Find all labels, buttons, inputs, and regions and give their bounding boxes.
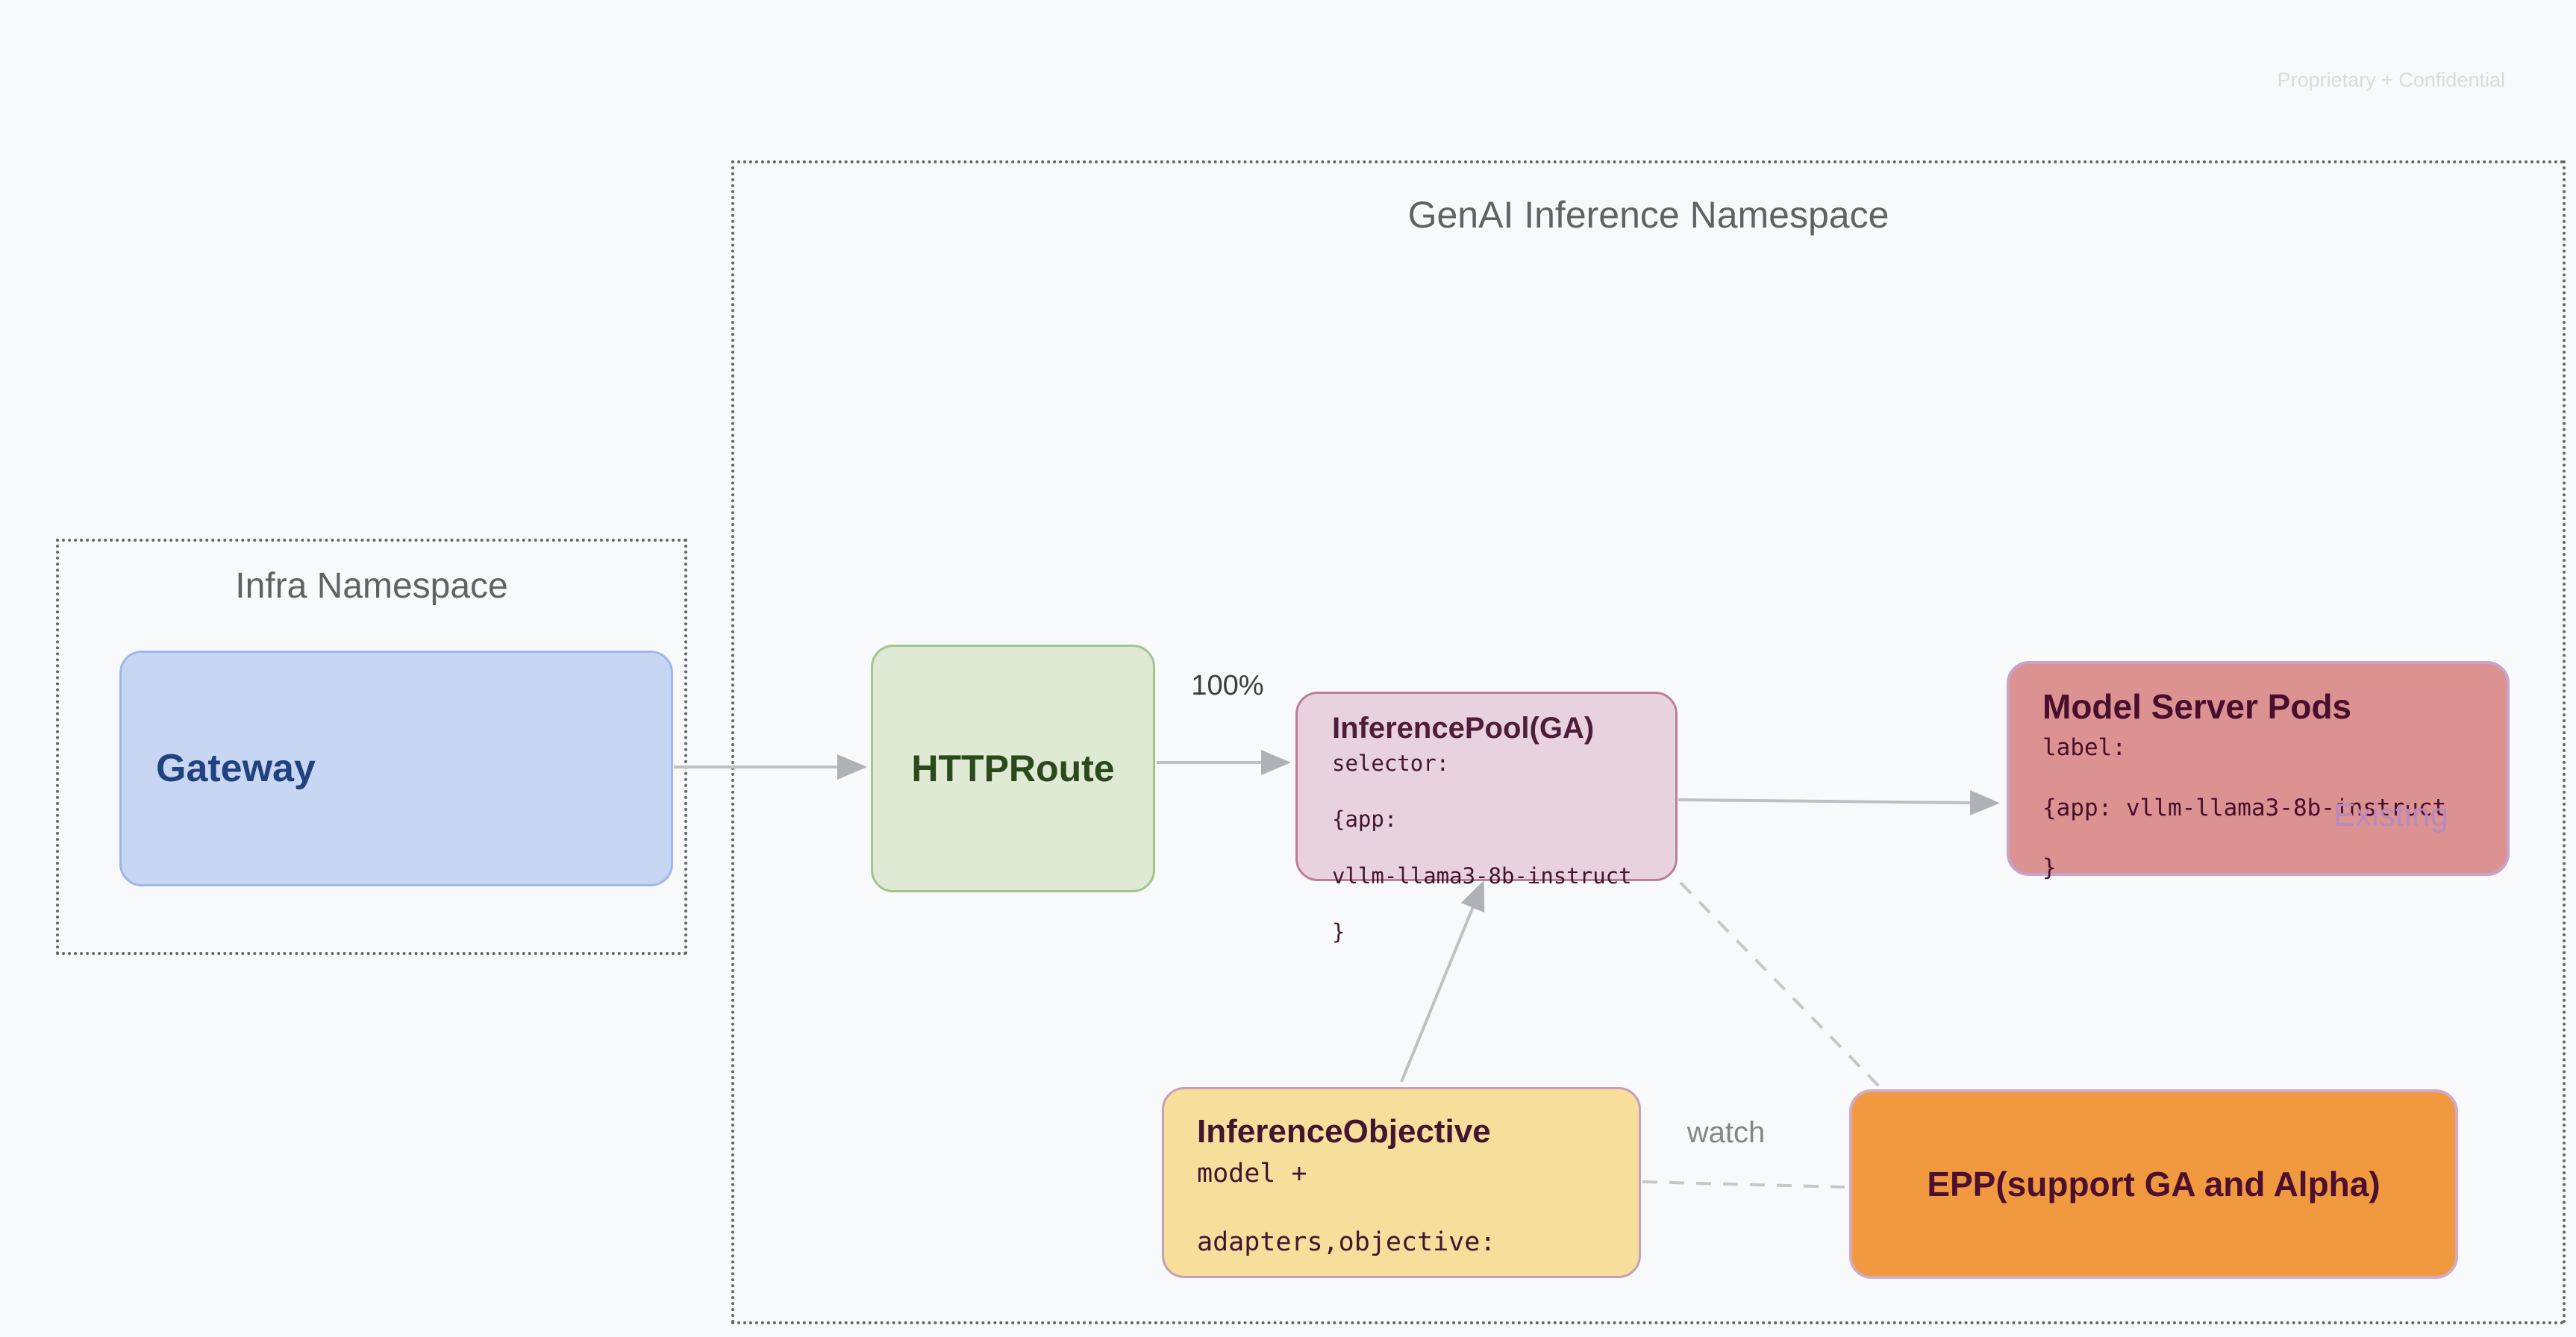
httproute-label: HTTPRoute [911, 748, 1115, 789]
confidential-watermark: Proprietary + Confidential [2277, 69, 2505, 91]
inference-pool-node[interactable]: InferencePool(GA) selector: {app: vllm-l… [1295, 692, 1678, 945]
gateway-label: Gateway [156, 747, 316, 790]
epp-node[interactable]: EPP(support GA and Alpha) [1849, 1089, 2458, 1279]
model-server-pods-title: Model Server Pods [2042, 687, 2352, 726]
httproute-node[interactable]: HTTPRoute [871, 645, 1155, 892]
genai-namespace-box: GenAI Inference Namespace [731, 160, 2566, 1324]
watch-label: watch [1686, 1116, 1766, 1149]
model-server-pods-node[interactable]: Model Server Pods label: {app: vllm-llam… [2007, 661, 2510, 881]
model-server-pods-label-code: label: {app: vllm-llama3-8b-instruct } [2042, 734, 2447, 882]
route-weight-label: 100% [1191, 670, 1264, 701]
infra-namespace-box: Infra Namespace [56, 539, 687, 955]
inference-objective-node[interactable]: InferenceObjective model + adapters,obje… [1162, 1087, 1641, 1278]
existing-badge: Existing [2333, 797, 2448, 833]
genai-namespace-title: GenAI Inference Namespace [1407, 194, 1889, 236]
inference-pool-selector-code: selector: {app: vllm-llama3-8b-instruct … [1332, 751, 1632, 945]
infra-namespace-title: Infra Namespace [235, 566, 508, 606]
inference-objective-code: model + adapters,objective: [1197, 1159, 1496, 1258]
gateway-node[interactable]: Gateway [119, 651, 673, 886]
inference-objective-title: InferenceObjective [1197, 1113, 1491, 1150]
inference-pool-title: InferencePool(GA) [1332, 712, 1595, 745]
epp-label: EPP(support GA and Alpha) [1927, 1165, 2380, 1203]
